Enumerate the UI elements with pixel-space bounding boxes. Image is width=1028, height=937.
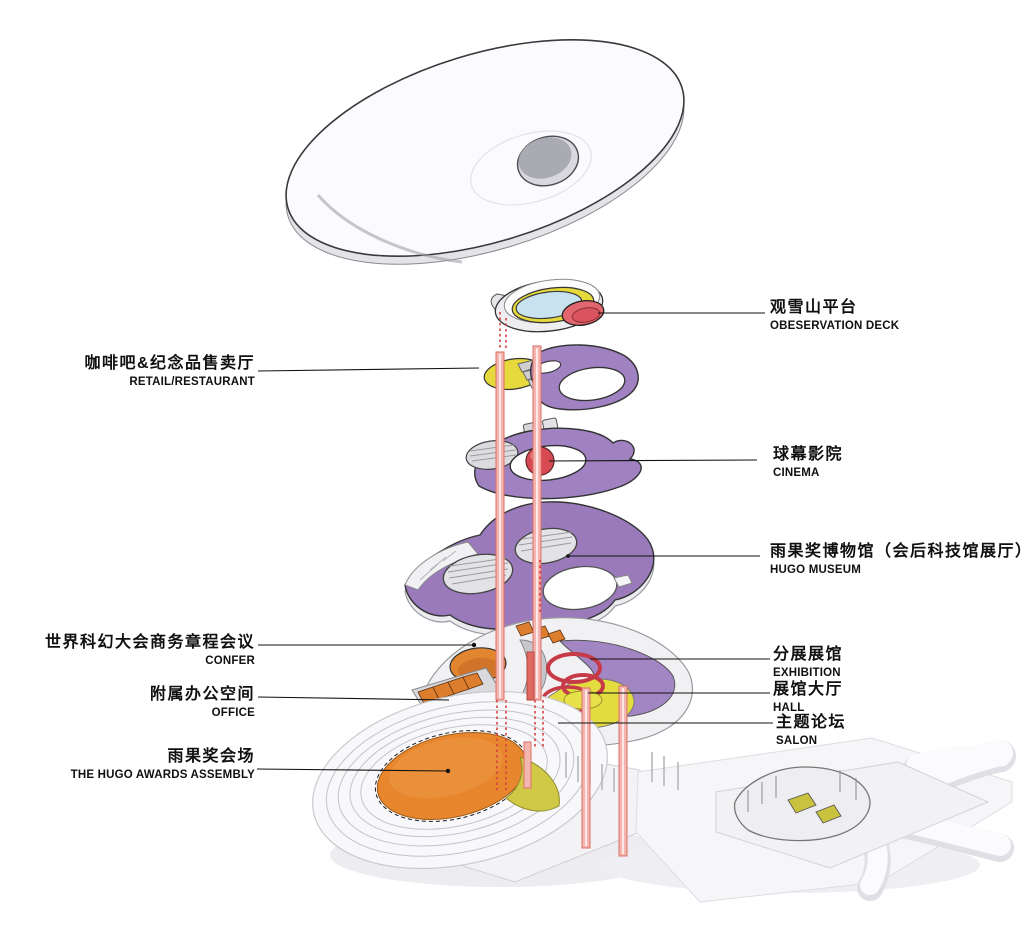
label-hugo-awards-en: THE HUGO AWARDS ASSEMBLY [70, 769, 255, 782]
base-yellow-crescent [505, 756, 560, 812]
label-hall-en: HALL [773, 702, 805, 715]
label-hugo-museum: 雨果奖博物馆（会后科技馆展厅） HUGO MUSEUM [770, 543, 1028, 578]
label-observation-deck-en: OBESERVATION DECK [770, 320, 900, 333]
label-cinema-en: CINEMA [773, 467, 820, 480]
museum-terrace-band [404, 541, 479, 591]
label-hall-zh: 展馆大厅 [773, 681, 844, 698]
leader-hugo-awards [256, 768, 448, 772]
label-confer-zh: 世界科幻大会商务章程会议 [44, 634, 255, 651]
label-salon-en: SALON [776, 735, 818, 748]
museum-pod-small [514, 527, 578, 565]
cinema-level [465, 417, 642, 500]
label-cinema-zh: 球幕影院 [773, 446, 844, 463]
label-salon: 主题论坛 SALON [776, 714, 846, 749]
retail-level [483, 344, 639, 411]
label-hall: 展馆大厅 HALL [773, 681, 843, 716]
label-salon-zh: 主题论坛 [776, 714, 847, 731]
salon-enclosure [715, 761, 990, 869]
roof-disc [285, 38, 685, 265]
label-exhibition-zh: 分展展馆 [773, 646, 844, 663]
label-observation-deck: 观雪山平台 OBESERVATION DECK [770, 299, 899, 334]
label-office-en: OFFICE [211, 707, 255, 720]
label-office-zh: 附属办公空间 [149, 686, 255, 703]
label-cinema: 球幕影院 CINEMA [773, 446, 843, 481]
label-hugo-museum-en: HUGO MUSEUM [770, 564, 862, 577]
label-observation-deck-zh: 观雪山平台 [770, 299, 858, 316]
label-exhibition: 分展展馆 EXHIBITION [773, 646, 843, 681]
leader-lines [256, 312, 773, 772]
observation-deck-level [490, 278, 605, 333]
column-base-short [523, 741, 532, 789]
cinema-stair-pod [465, 440, 519, 470]
column-guide-dotted [496, 312, 544, 790]
hugo-museum-level [404, 501, 655, 636]
label-retail: 咖啡吧&纪念品售卖厅 RETAIL/RESTAURANT [84, 355, 255, 390]
label-hugo-awards-zh: 雨果奖会场 [167, 748, 255, 765]
label-exhibition-en: EXHIBITION [773, 667, 841, 680]
label-retail-en: RETAIL/RESTAURANT [129, 376, 255, 389]
structural-columns [495, 312, 628, 857]
leader-retail [257, 367, 480, 372]
base-level [312, 690, 1016, 903]
leader-cinema [548, 459, 758, 462]
label-office: 附属办公空间 OFFICE [150, 686, 255, 721]
leader-office [257, 696, 450, 701]
label-confer-en: CONFER [205, 655, 255, 668]
leader-dots [445, 554, 570, 774]
label-retail-zh: 咖啡吧&纪念品售卖厅 [84, 355, 255, 372]
label-hugo-awards: 雨果奖会场 THE HUGO AWARDS ASSEMBLY [71, 748, 255, 783]
assembly-terraces [312, 690, 608, 870]
label-confer: 世界科幻大会商务章程会议 CONFER [45, 634, 255, 669]
column-red-short [526, 651, 535, 701]
label-hugo-museum-zh: 雨果奖博物馆（会后科技馆展厅） [770, 543, 1028, 560]
roof-oculus-contour [470, 130, 592, 206]
